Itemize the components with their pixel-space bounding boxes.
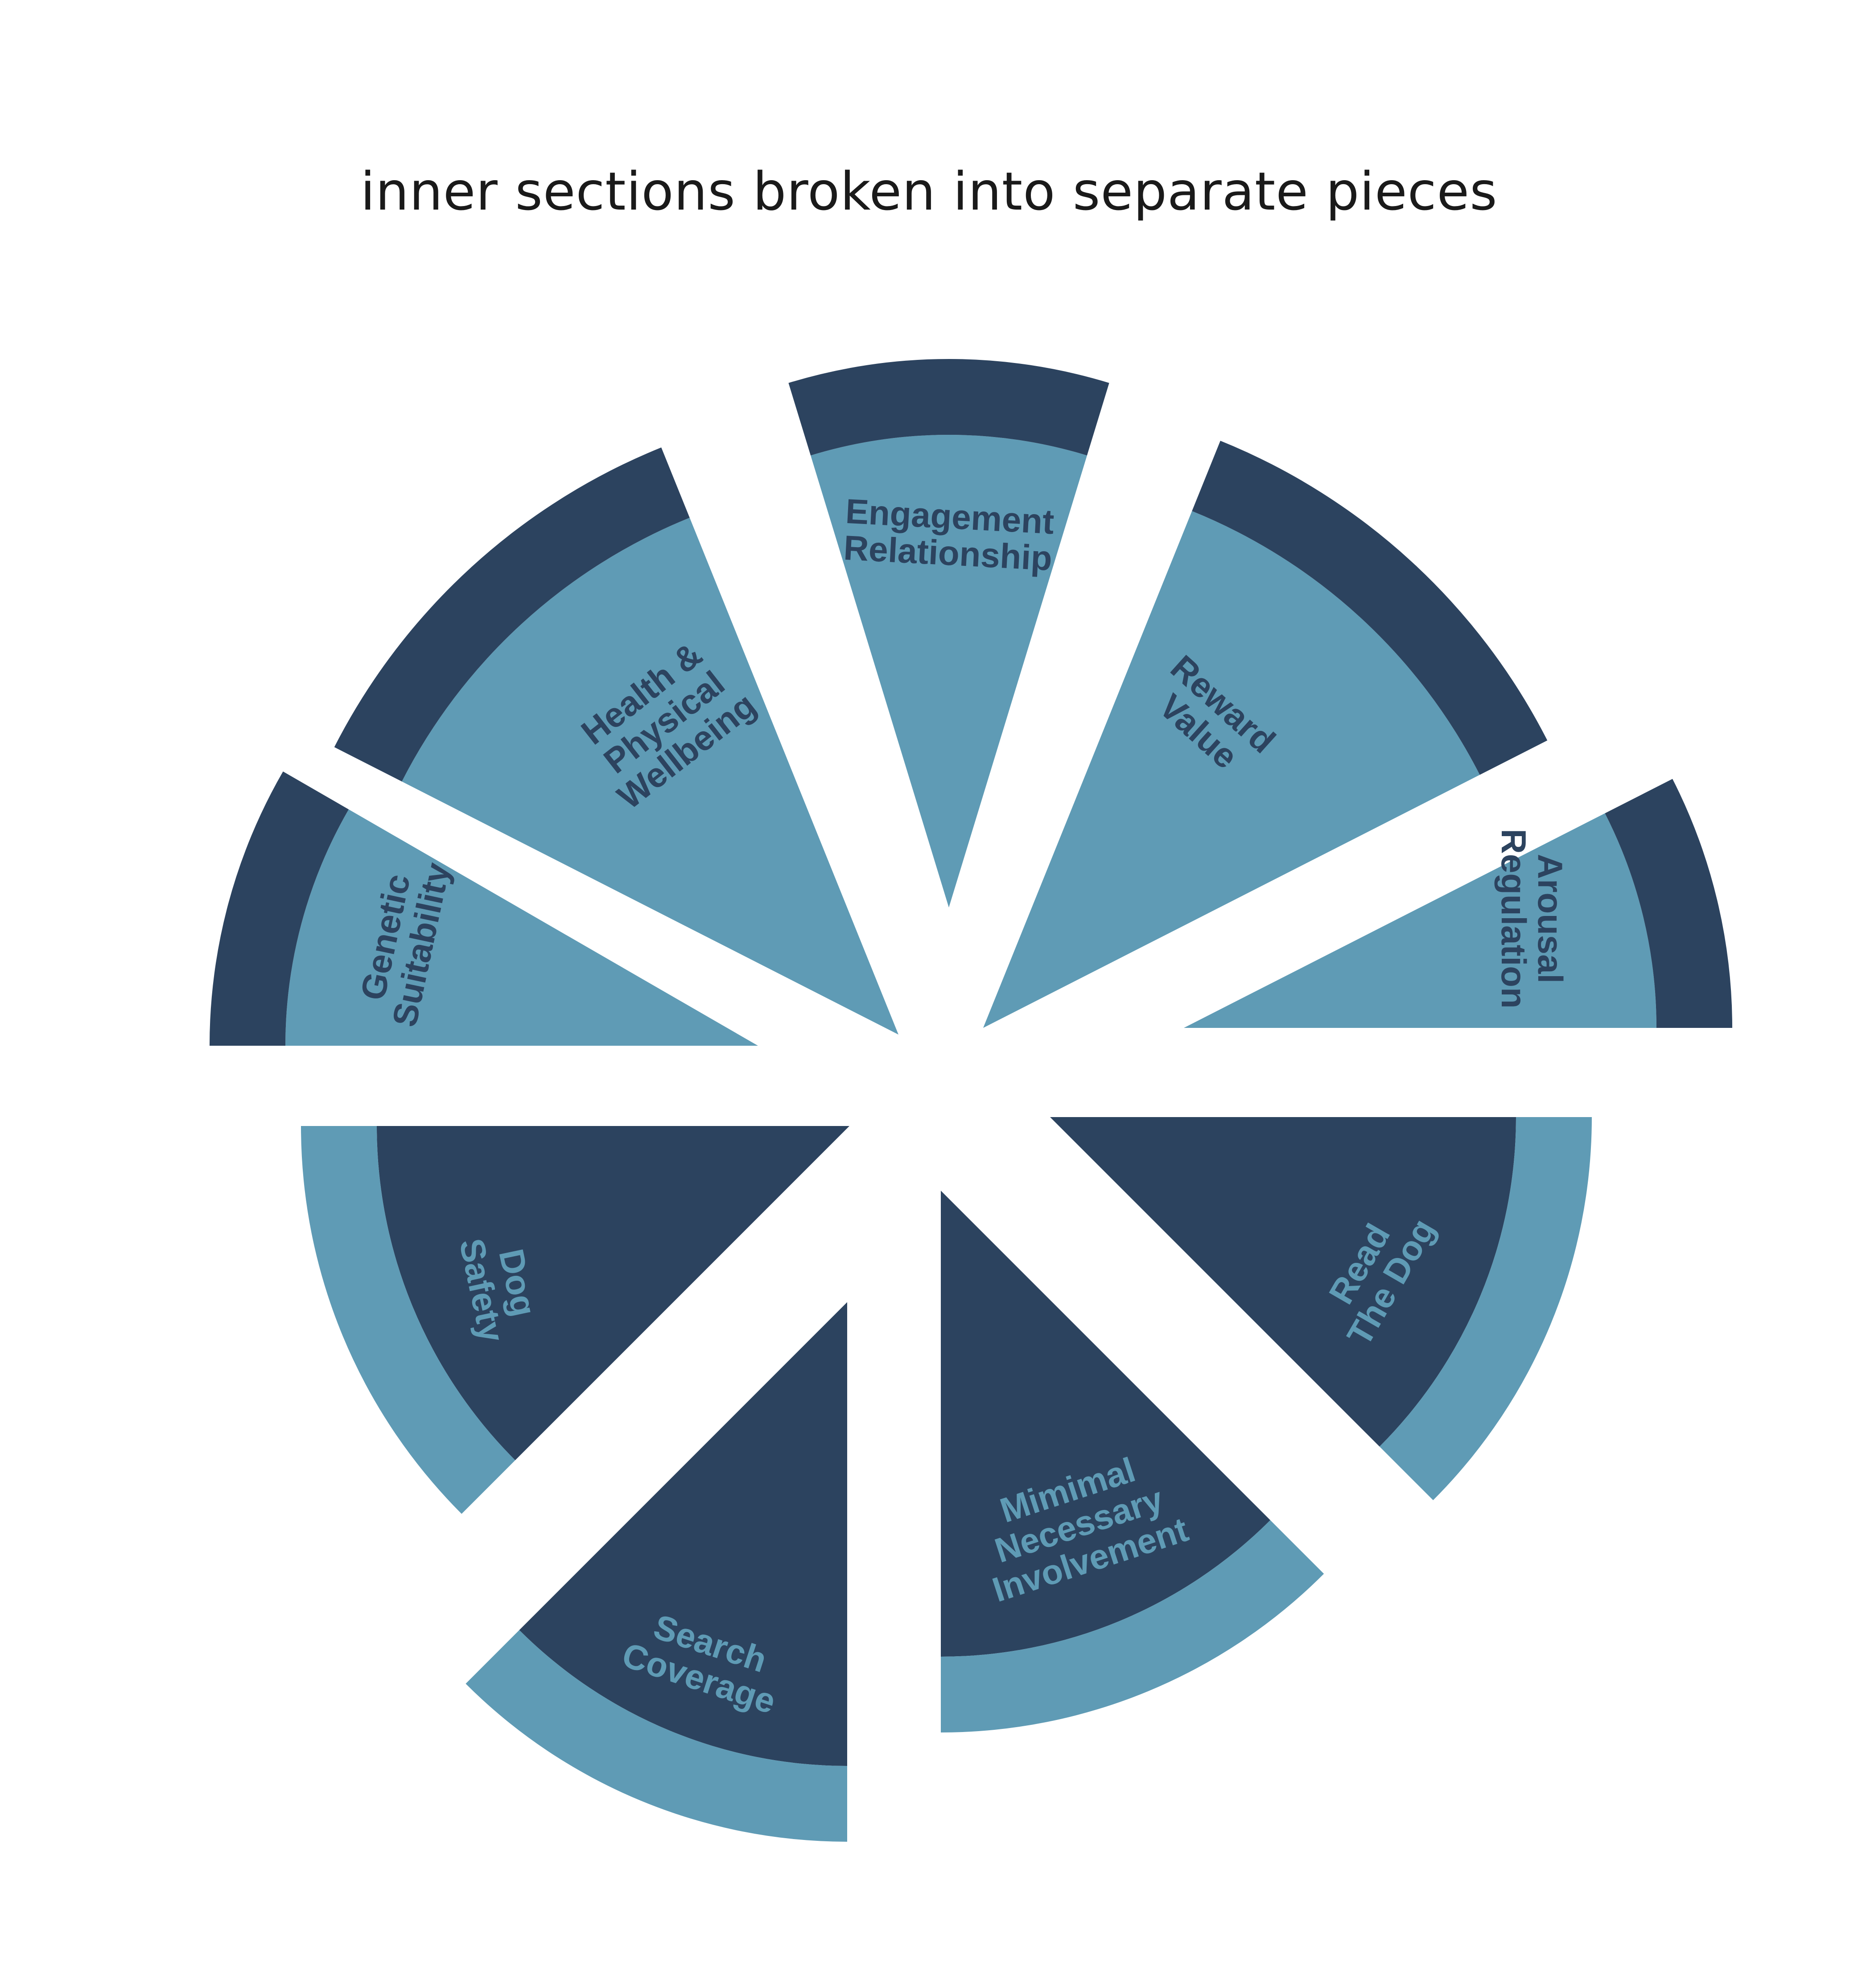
- segment-label-line: Regulation: [1494, 829, 1533, 1009]
- segment-engagement: EngagementRelationship: [788, 359, 1109, 907]
- segment-band-genetic: [210, 771, 349, 1046]
- page-title: inner sections broken into separate piec…: [360, 161, 1498, 222]
- segment-core-dog-safety: [377, 1126, 849, 1460]
- segment-band-minimal-involvement: [941, 1520, 1324, 1732]
- segment-label-engagement: EngagementRelationship: [843, 491, 1055, 578]
- segment-core-read-dog: [1050, 1117, 1516, 1447]
- segment-core-health: [402, 518, 898, 1035]
- segment-minimal-involvement: MimimalNecessaryInvolvement: [941, 1191, 1324, 1732]
- segment-health: Health &PhysicalWellbeing: [334, 447, 898, 1035]
- segment-search-coverage: SearchCoverage: [466, 1302, 847, 1842]
- segment-label-line: Arousal: [1531, 854, 1570, 983]
- segment-arousal: ArousalRegulation: [1184, 779, 1732, 1028]
- segment-read-dog: ReadThe Dog: [1050, 1117, 1592, 1501]
- segment-genetic: GeneticSuitability: [210, 771, 758, 1046]
- segment-core-minimal-involvement: [941, 1191, 1270, 1657]
- segment-core-genetic: [285, 809, 758, 1046]
- segment-band-reward: [1192, 441, 1548, 775]
- segment-core-arousal: [1184, 813, 1656, 1028]
- segment-band-search-coverage: [466, 1630, 847, 1842]
- segment-band-arousal: [1605, 779, 1732, 1028]
- segment-core-engagement: [811, 434, 1087, 907]
- segment-band-engagement: [788, 359, 1109, 456]
- segment-core-search-coverage: [519, 1302, 847, 1766]
- segment-core-reward: [983, 511, 1480, 1028]
- segment-dog-safety: DogSafety: [301, 1126, 849, 1514]
- segment-reward: RewardValue: [983, 441, 1548, 1028]
- segment-band-read-dog: [1379, 1117, 1592, 1501]
- segment-band-health: [334, 447, 690, 782]
- segment-band-dog-safety: [301, 1126, 515, 1514]
- segment-label-arousal: ArousalRegulation: [1494, 829, 1570, 1009]
